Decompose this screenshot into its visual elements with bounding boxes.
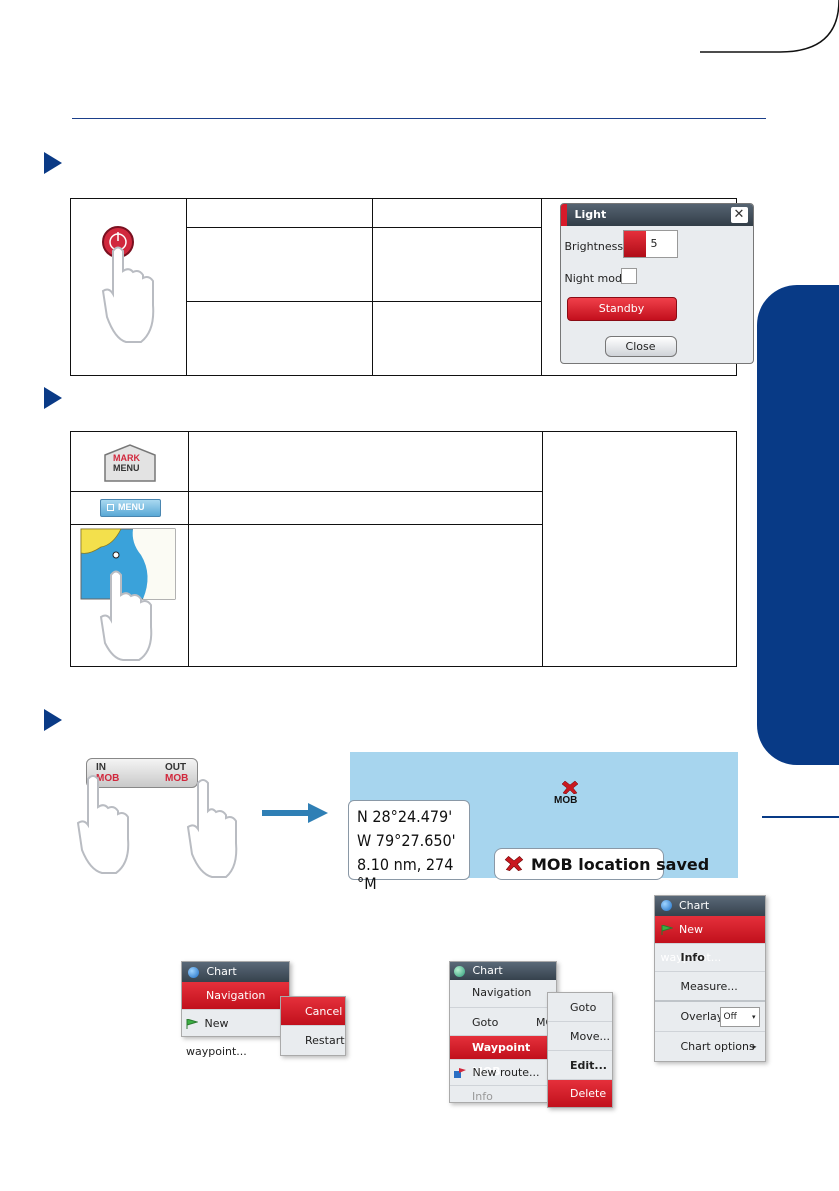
menu-item-waypoint-mob[interactable]: Waypoint MOB — [450, 1036, 556, 1078]
night-mode-checkbox[interactable] — [620, 267, 637, 284]
mob-marker-label: MOB — [554, 795, 578, 806]
chart-context-menu: Chart New waypoint... Info Measure... Ov… — [653, 894, 766, 1062]
waypoint-flag-icon — [186, 1019, 198, 1029]
table-cell — [372, 301, 542, 376]
menu-item-info[interactable]: Info — [654, 944, 765, 972]
menu-item-goto[interactable]: Goto MO — [450, 1008, 556, 1036]
arrow-right-icon — [262, 803, 328, 823]
table-cell — [188, 524, 543, 667]
menu-item-chart-options[interactable]: Chart options ▸ — [655, 1032, 765, 1062]
table-cell — [185, 301, 374, 376]
light-dialog: Light ✕ Brightness 5 Night mode Standby … — [559, 202, 754, 364]
mob-key[interactable]: IN MOB OUT MOB — [86, 758, 198, 788]
menu-item-navigation[interactable]: Navigation — [450, 980, 556, 1008]
submenu-item-edit[interactable]: Edit... — [548, 1051, 612, 1080]
section-arrow-icon — [44, 152, 62, 174]
chevron-right-icon: ▸ — [752, 1041, 757, 1051]
table-cell — [185, 226, 374, 303]
chart-menu-header: Chart — [654, 895, 765, 916]
menu-key-label: MENU — [113, 462, 140, 473]
mob-marker-icon — [561, 780, 579, 794]
mark-menu-key-icon — [104, 443, 156, 482]
menu-item-new-route[interactable]: New route... — [450, 1060, 556, 1086]
mark-key-cell: MARK MENU — [70, 431, 189, 492]
menu-item-new-waypoint[interactable]: New waypoint... — [186, 1017, 247, 1058]
submenu-item-cancel[interactable]: Cancel — [281, 997, 345, 1026]
route-icon — [454, 1068, 466, 1078]
position-readout: N 28°24.479' W 79°27.650' 8.10 nm, 274 °… — [348, 800, 470, 893]
chart-menu-title: Chart — [679, 898, 710, 912]
waypoint-menu-header: Chart — [450, 962, 556, 980]
light-dialog-header: Light ✕ — [560, 203, 753, 226]
mob-in-label: IN — [96, 762, 106, 773]
chevron-down-icon: ▾ — [751, 1012, 756, 1021]
section-arrow-icon — [44, 387, 62, 409]
table-cell — [372, 226, 542, 303]
navigation-menu: Chart Navigation New waypoint... — [181, 961, 290, 1058]
power-key-table: Light ✕ Brightness 5 Night mode Standby … — [70, 198, 754, 376]
night-mode-label: Night mode — [564, 271, 629, 285]
submenu-item-delete[interactable]: Delete — [548, 1080, 612, 1107]
waypoint-flag-icon — [661, 924, 673, 935]
chart-menu-cell: Chart New waypoint... Info Measure... Ov… — [541, 431, 766, 1062]
table-cell — [188, 431, 543, 492]
longitude-value: W 79°27.650' — [357, 831, 456, 850]
table-cell — [185, 198, 374, 228]
chapter-tab-rule — [762, 816, 839, 818]
page-corner-curve — [700, 0, 839, 53]
mob-chart-view[interactable]: MOB N 28°24.479' W 79°27.650' 8.10 nm, 2… — [348, 752, 738, 893]
mob-right-label: MOB — [165, 773, 189, 784]
mob-icon — [504, 856, 524, 872]
globe-icon — [660, 900, 672, 911]
table-cell — [372, 198, 542, 228]
power-key-touch-illustration — [101, 226, 155, 343]
menu-item-info[interactable]: Info — [472, 1090, 493, 1103]
close-icon[interactable]: ✕ — [730, 206, 748, 223]
brightness-label: Brightness — [564, 239, 624, 253]
table-cell — [188, 491, 543, 525]
range-bearing-value: 8.10 nm, 274 °M — [357, 855, 454, 893]
power-key-cell — [70, 198, 187, 376]
two-finger-press-illustration — [76, 775, 238, 878]
navigation-submenu: Cancel Restart — [280, 996, 346, 1056]
submenu-item-goto[interactable]: Goto — [548, 993, 612, 1022]
standby-button[interactable]: Standby — [566, 296, 677, 321]
brightness-value: 5 — [650, 236, 658, 250]
menu-key-cell: MENU — [70, 491, 189, 525]
menu-item-new-waypoint[interactable]: New waypoint... — [654, 915, 765, 964]
submenu-item-restart[interactable]: Restart — [305, 1034, 345, 1047]
latitude-value: N 28°24.479' — [357, 807, 453, 826]
navigation-menu-header: Chart — [182, 962, 289, 982]
submenu-item-move[interactable]: Move... — [548, 1022, 612, 1051]
menu-item-navigation[interactable]: Navigation — [182, 982, 289, 1010]
chart-touch-cell — [70, 524, 189, 667]
mob-saved-toast: MOB location saved — [494, 848, 709, 880]
light-dialog-title: Light — [574, 207, 607, 221]
section-arrow-icon — [44, 709, 62, 731]
menu-key-icon: MENU — [100, 498, 161, 517]
waypoint-menu: Chart Navigation Goto MO Waypoint MOB Ne… — [449, 961, 557, 1103]
menu-access-table: MARK MENU Chart New waypoint... Info Mea… — [70, 431, 766, 1062]
mark-key-label: MARK — [113, 452, 140, 463]
mob-out-label: OUT — [165, 762, 187, 773]
overlay-select[interactable]: Off ▾ — [719, 1006, 760, 1027]
mob-left-label: MOB — [96, 773, 120, 784]
globe-icon — [188, 966, 199, 978]
brightness-slider[interactable]: 5 — [622, 229, 678, 258]
menu-item-overlay[interactable]: Overlay Off ▾ — [654, 1002, 765, 1032]
header-rule — [72, 118, 766, 119]
globe-icon — [454, 965, 465, 977]
mob-saved-text: MOB location saved — [531, 855, 710, 874]
chapter-tab — [757, 285, 839, 765]
waypoint-submenu: Goto Move... Edit... Delete — [547, 992, 613, 1108]
menu-item-measure[interactable]: Measure... — [654, 972, 765, 1002]
light-dialog-cell: Light ✕ Brightness 5 Night mode Standby … — [540, 198, 754, 376]
chart-touch-illustration — [80, 528, 176, 661]
close-button[interactable]: Close — [604, 335, 677, 357]
